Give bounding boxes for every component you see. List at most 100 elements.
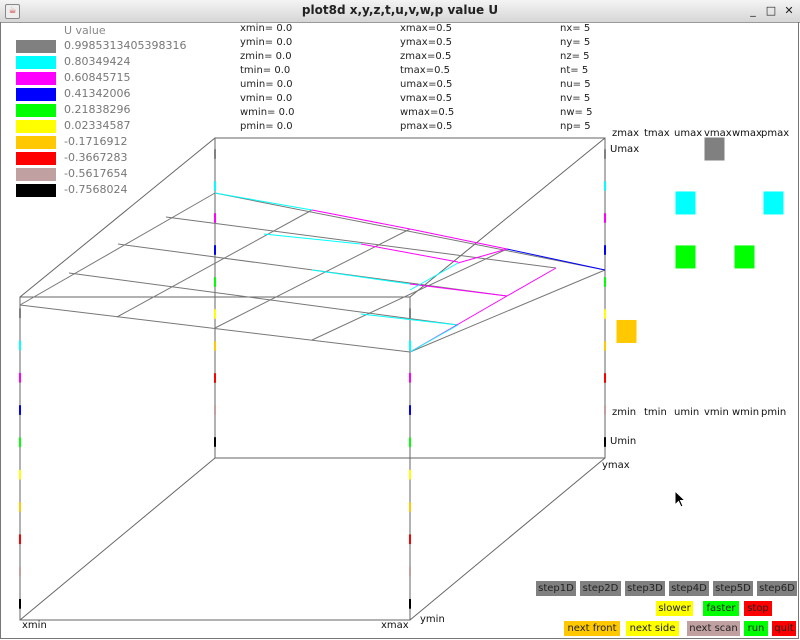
legend-swatch [16, 56, 56, 69]
umax-dim-label: umax [674, 128, 702, 139]
grid-line [165, 216, 557, 269]
step1d-button[interactable]: step1D [536, 581, 576, 596]
step2d-button[interactable]: step2D [580, 581, 621, 596]
vmax-label: vmax [704, 128, 732, 139]
zmax-readout: zmax=0.5 [400, 51, 452, 62]
umax-readout: umax=0.5 [400, 79, 453, 90]
minimize-button[interactable]: _ [750, 4, 756, 17]
legend-swatch [16, 168, 56, 181]
stop-button[interactable]: stop [744, 601, 772, 616]
step3d-button[interactable]: step3D [625, 581, 665, 596]
value-scale-bars [19, 149, 606, 609]
next-side-button[interactable]: next side [626, 621, 679, 636]
legend-value: -0.3667283 [64, 151, 128, 164]
surface-contour [409, 324, 459, 353]
surface-contour [457, 248, 508, 264]
surface-contour [409, 283, 508, 297]
step6d-button[interactable]: step6D [757, 581, 797, 596]
umin-dim-label: umin [674, 407, 699, 418]
legend-value: -0.1716912 [64, 135, 128, 148]
zmax-label: zmax [612, 128, 639, 139]
surface-contour [409, 228, 508, 250]
grid-line [116, 209, 313, 318]
run-button[interactable]: run [744, 621, 768, 636]
java-cup-icon: ☕ [5, 4, 20, 19]
window-title: plot8d x,y,z,t,u,v,w,p value U [301, 3, 499, 17]
legend-swatch [16, 184, 56, 197]
pmax-readout: pmax=0.5 [400, 121, 453, 132]
wmin-label: wmin [732, 407, 759, 418]
nx-readout: nx= 5 [560, 23, 591, 34]
legend-swatch [16, 88, 56, 101]
box-back-face [214, 137, 606, 459]
bounding-box [19, 137, 606, 621]
grid-line [19, 304, 411, 353]
vmax-readout: vmax=0.5 [400, 93, 452, 104]
surface-contour [506, 248, 606, 271]
tmin-readout: tmin= 0.0 [240, 65, 291, 76]
surface-contour [311, 269, 411, 285]
grid-line [19, 192, 216, 306]
surface-contour [506, 267, 557, 297]
indicator-z [616, 319, 637, 343]
ymin-readout: ymin= 0.0 [240, 37, 293, 48]
legend-swatch [16, 72, 56, 85]
window-frame [0, 22, 799, 639]
umax-label: Umax [610, 144, 639, 155]
mouse-cursor-icon [674, 490, 686, 508]
step4d-button[interactable]: step4D [669, 581, 709, 596]
legend-value: 0.9985313405398316 [64, 39, 187, 52]
surface-contour [360, 243, 459, 263]
vmin-label: vmin [704, 407, 729, 418]
box-edge [409, 137, 606, 298]
grid-line [68, 272, 459, 326]
umin-readout: umin= 0.0 [240, 79, 293, 90]
np-readout: np= 5 [560, 121, 591, 132]
surface-contour [360, 313, 459, 326]
tmax-label: tmax [644, 128, 670, 139]
box-edge [19, 457, 216, 621]
box-edge [409, 457, 606, 621]
ymin-label: ymin [420, 614, 445, 625]
pmin-label: pmin [761, 407, 786, 418]
legend-title: U value [64, 24, 106, 37]
legend-swatch [16, 136, 56, 149]
legend-value: 0.41342006 [64, 87, 131, 100]
tmin-label: tmin [644, 407, 667, 418]
step5d-button[interactable]: step5D [713, 581, 753, 596]
ymax-readout: ymax=0.5 [400, 37, 452, 48]
grid-line [214, 192, 606, 271]
xmax-readout: xmax=0.5 [400, 23, 452, 34]
quit-button[interactable]: quit [772, 621, 796, 636]
tmax-readout: tmax=0.5 [400, 65, 450, 76]
close-button[interactable]: ✕ [784, 4, 794, 17]
box-edge [19, 137, 216, 298]
pmin-readout: pmin= 0.0 [240, 121, 293, 132]
indicator-u [675, 245, 696, 269]
legend-swatch [16, 40, 56, 53]
surface-grid [19, 192, 606, 353]
next-scan-button[interactable]: next scan [687, 621, 740, 636]
xmin-label: xmin [22, 620, 47, 631]
window-titlebar[interactable]: ☕ plot8d x,y,z,t,u,v,w,p value U _ □ ✕ [0, 0, 800, 23]
vmin-readout: vmin= 0.0 [240, 93, 293, 104]
slower-button[interactable]: slower [656, 601, 693, 616]
legend-value: 0.02334587 [64, 119, 131, 132]
grid-line [409, 269, 606, 353]
faster-button[interactable]: faster [703, 601, 739, 616]
grid-line [214, 228, 411, 329]
wmax-readout: wmax=0.5 [400, 107, 455, 118]
wmin-readout: wmin= 0.0 [240, 107, 295, 118]
ymax-label: ymax [602, 460, 630, 471]
legend-value: -0.7568024 [64, 183, 128, 196]
legend-swatch [16, 152, 56, 165]
dimension-panel: zmax tmax umax vmax wmax pmax zmin tmin … [612, 128, 789, 418]
zmin-label: zmin [612, 407, 636, 418]
legend-value: 0.21838296 [64, 103, 131, 116]
indicator-p [763, 191, 784, 215]
umin-label: Umin [610, 436, 636, 447]
nw-readout: nw= 5 [560, 107, 593, 118]
next-front-button[interactable]: next front [564, 621, 620, 636]
maximize-button[interactable]: □ [765, 4, 777, 17]
